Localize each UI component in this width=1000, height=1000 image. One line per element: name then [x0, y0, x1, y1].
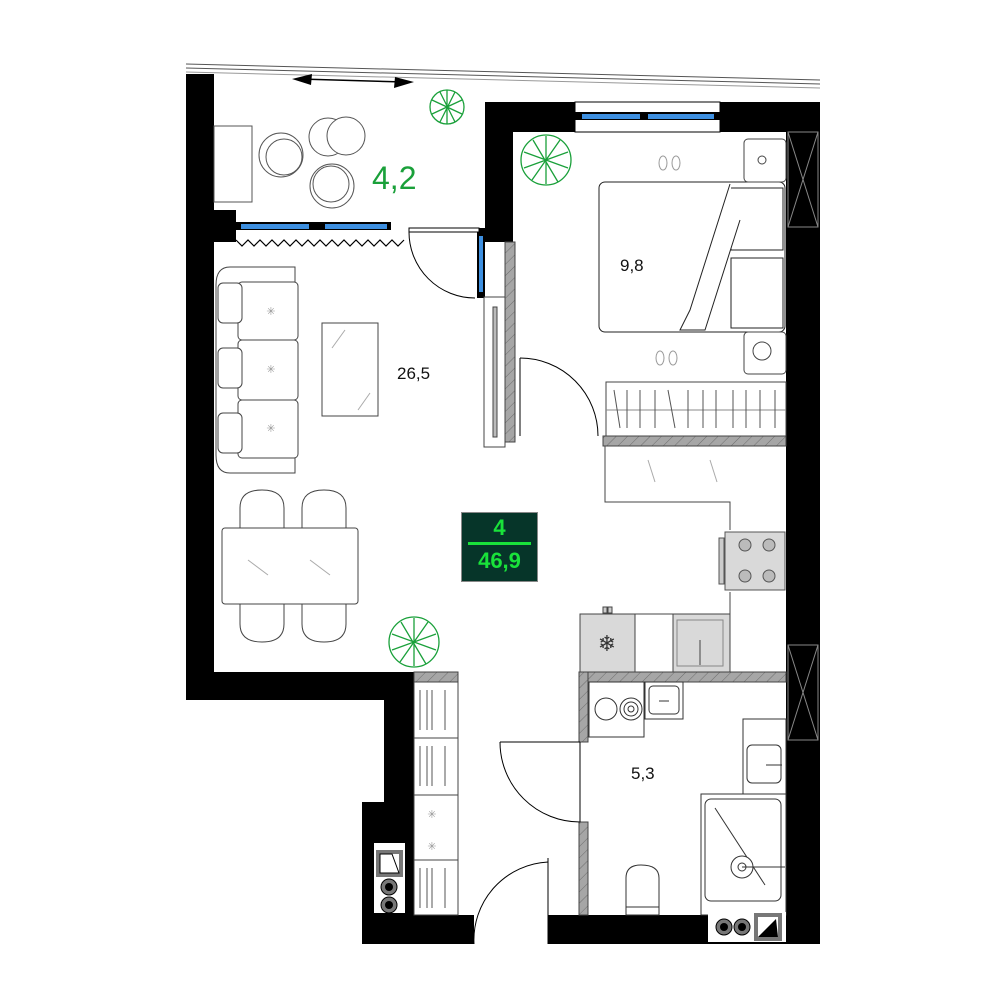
- hallway-closet: ✳ ✳: [413, 681, 459, 916]
- rooms-count: 4: [493, 515, 506, 540]
- balcony-door: [408, 227, 480, 299]
- living-area-label: 26,5: [397, 364, 431, 383]
- sliding-arrow-icon: [292, 74, 414, 88]
- washing-machine: [588, 681, 684, 738]
- entry-closet-boiler: [374, 843, 405, 914]
- ventilation-shaft: [787, 131, 819, 741]
- sofa: [215, 266, 299, 474]
- kitchen-sink: [634, 613, 731, 673]
- dining-set: [221, 489, 359, 643]
- partition-walls: [413, 241, 787, 916]
- coffee-table: [321, 322, 379, 417]
- balcony-furniture: [213, 116, 366, 209]
- svg-text:✳: ✳: [427, 840, 436, 853]
- wardrobe: [483, 296, 506, 448]
- plant-icon: [388, 616, 440, 668]
- nightstands: [743, 138, 787, 375]
- svg-text:✳: ✳: [266, 363, 275, 376]
- windows: [236, 101, 721, 298]
- bed: [598, 181, 786, 333]
- bathroom-door: [499, 741, 581, 823]
- bedroom-closet: [605, 381, 787, 437]
- total-area: 46,9: [478, 548, 521, 573]
- bathroom-boiler: [708, 912, 786, 942]
- stove-icon: [718, 531, 786, 591]
- bathroom-sink: [742, 718, 787, 795]
- bedroom-area-label: 9,8: [620, 256, 644, 275]
- svg-text:❄: ❄: [598, 632, 616, 657]
- shower: [700, 793, 787, 916]
- balcony-railing: [185, 63, 821, 89]
- bedroom-door: [519, 357, 599, 437]
- bathroom-area-label: 5,3: [631, 764, 655, 783]
- svg-text:✳: ✳: [266, 305, 275, 318]
- plant-icon: [520, 134, 572, 186]
- curtain: [235, 239, 405, 247]
- balcony-area-label: 4,2: [372, 160, 417, 196]
- svg-text:✳: ✳: [266, 422, 275, 435]
- plant-icon: [429, 89, 465, 125]
- slippers-icon: [655, 155, 681, 366]
- entrance-door[interactable]: [473, 858, 549, 945]
- divider: [468, 542, 531, 545]
- fridge-icon: ❄: [579, 606, 636, 673]
- apartment-summary-badge: 4 46,9: [461, 512, 538, 582]
- pillow-marks: ✳ ✳ ✳: [266, 305, 275, 435]
- toilet: [625, 864, 660, 916]
- svg-text:✳: ✳: [427, 808, 436, 821]
